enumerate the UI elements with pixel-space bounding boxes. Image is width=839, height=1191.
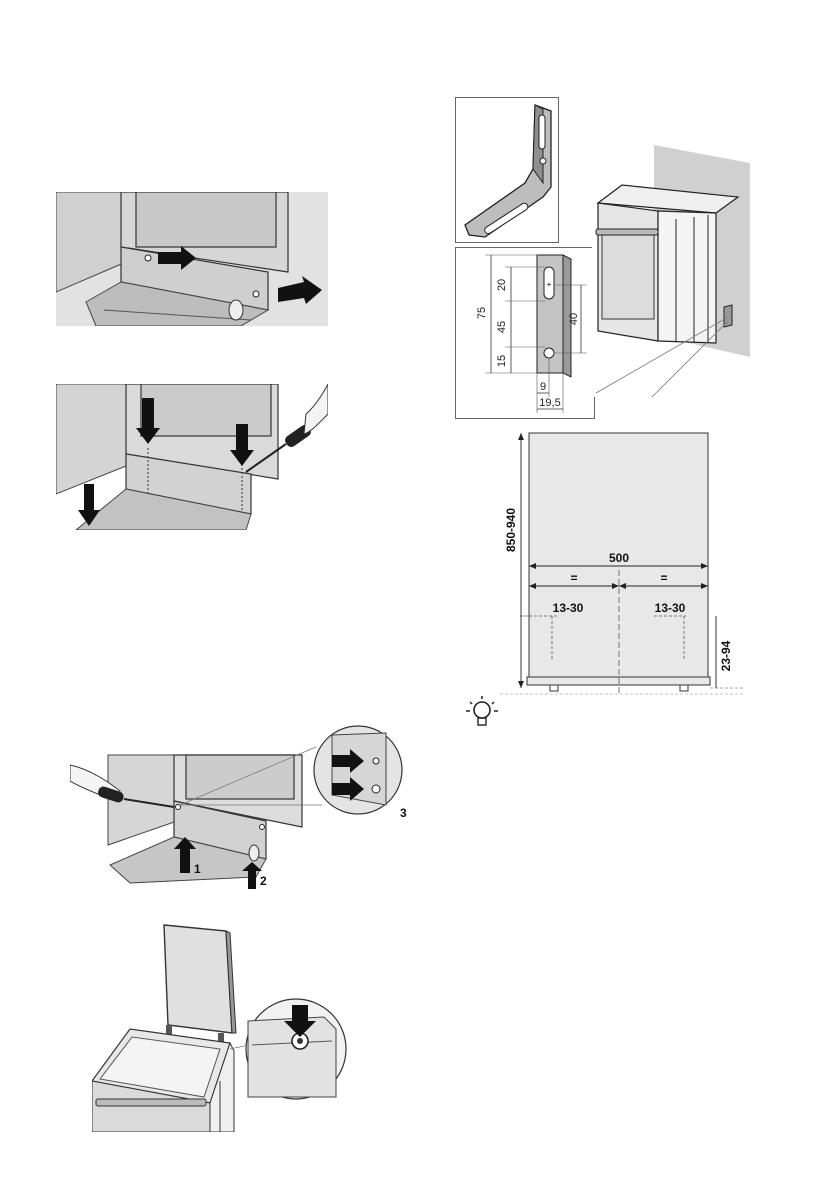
arrow-down-icon <box>78 484 100 526</box>
arrow-right-icon <box>332 777 364 801</box>
svg-text:+: + <box>547 280 552 289</box>
dim-20: 20 <box>496 279 508 291</box>
arrow-up-icon <box>242 862 262 889</box>
step-label-2: 2 <box>260 874 267 888</box>
dim-equal-right: = <box>660 571 667 585</box>
dim-offset-right: 13-30 <box>655 601 686 615</box>
lightbulb-icon <box>458 694 498 730</box>
dim-15: 15 <box>496 355 508 367</box>
figure-appliance-wall <box>592 145 760 397</box>
figure-plinth-refit: 1 2 3 <box>70 725 410 890</box>
dim-height: 850-940 <box>504 508 518 552</box>
dim-19-5: 19,5 <box>539 397 560 409</box>
dim-equal-left: = <box>570 571 577 585</box>
dim-45: 45 <box>496 321 508 333</box>
arrow-down-icon <box>136 398 160 444</box>
step-label-1: 1 <box>194 862 201 876</box>
dim-9: 9 <box>540 381 546 393</box>
arrow-right-icon <box>332 749 364 773</box>
figure-plinth-screws <box>56 384 328 530</box>
figure-anti-tip-bracket <box>455 97 559 243</box>
dim-offset-left: 13-30 <box>553 601 584 615</box>
dim-75: 75 <box>476 307 488 319</box>
dim-width: 500 <box>609 551 629 565</box>
dim-40: 40 <box>568 313 580 325</box>
figure-lid-mounting <box>92 921 350 1132</box>
arrow-down-icon <box>284 1005 316 1037</box>
dim-floor-gap: 23-94 <box>719 640 733 671</box>
arrow-up-icon <box>174 837 196 873</box>
figure-installation-dimensions: 850-940 500 = = 13-30 13-30 23-94 <box>500 430 745 696</box>
arrow-right-icon <box>278 276 322 304</box>
figure-plinth-removal <box>56 192 328 326</box>
figure-bracket-dimensions: + 75 20 45 15 40 9 19,5 <box>455 247 595 419</box>
arrow-right-icon <box>158 246 196 270</box>
step-label-3: 3 <box>400 806 407 820</box>
arrow-down-icon <box>230 424 254 466</box>
